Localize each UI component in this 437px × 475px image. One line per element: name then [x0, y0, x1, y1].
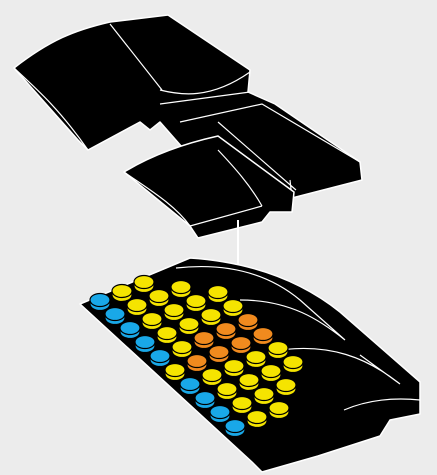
stud-orange: [253, 328, 273, 341]
stud-yellow: [112, 285, 132, 298]
stud-blue: [135, 336, 155, 349]
stud-yellow: [142, 313, 162, 326]
base-plate-with-studs: [80, 258, 420, 472]
stud-yellow: [232, 397, 252, 410]
stud-blue: [105, 308, 125, 321]
stud-yellow: [217, 383, 237, 396]
stud-blue: [90, 294, 110, 307]
stud-orange: [194, 332, 214, 345]
stud-yellow: [269, 402, 289, 415]
stud-blue: [210, 406, 230, 419]
stud-blue: [180, 378, 200, 391]
stud-yellow: [165, 364, 185, 377]
stud-yellow: [127, 299, 147, 312]
stud-yellow: [224, 360, 244, 373]
stud-orange: [187, 355, 207, 368]
stud-yellow: [223, 300, 243, 313]
stud-orange: [238, 314, 258, 327]
stud-orange: [231, 337, 251, 350]
stud-yellow: [149, 290, 169, 303]
stud-yellow: [246, 351, 266, 364]
stud-yellow: [239, 374, 259, 387]
stud-yellow: [164, 304, 184, 317]
stud-yellow: [186, 295, 206, 308]
stud-yellow: [201, 309, 221, 322]
stud-yellow: [172, 341, 192, 354]
stud-orange: [216, 323, 236, 336]
stud-yellow: [157, 327, 177, 340]
stud-orange: [209, 346, 229, 359]
stud-blue: [225, 420, 245, 433]
stud-yellow: [254, 388, 274, 401]
stud-yellow: [276, 379, 296, 392]
stud-yellow: [134, 276, 154, 289]
stud-yellow: [208, 286, 228, 299]
stud-yellow: [247, 411, 267, 424]
stud-blue: [120, 322, 140, 335]
stud-yellow: [202, 369, 222, 382]
stud-blue: [195, 392, 215, 405]
stud-yellow: [171, 281, 191, 294]
stud-yellow: [179, 318, 199, 331]
stud-yellow: [283, 356, 303, 369]
stud-blue: [150, 350, 170, 363]
stud-yellow: [268, 342, 288, 355]
stud-yellow: [261, 365, 281, 378]
